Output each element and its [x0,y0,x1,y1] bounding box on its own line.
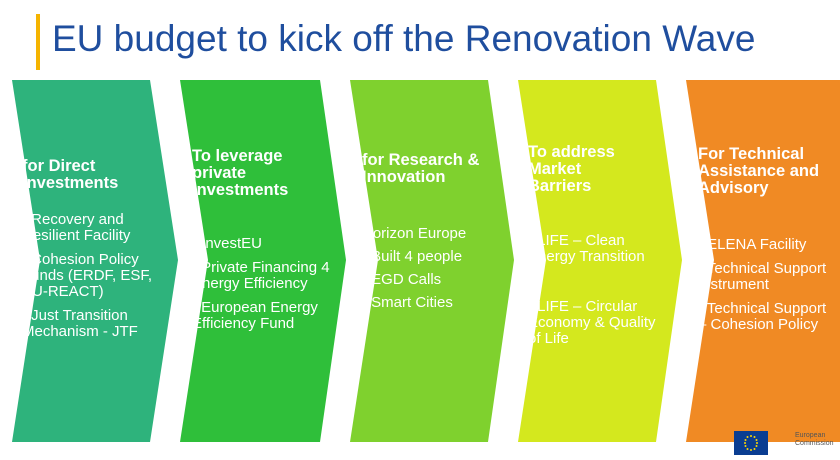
logo-text: European Commission [795,432,834,448]
title-accent-bar [36,14,40,70]
list-item: - EGD Calls [362,271,442,288]
list-item: - Technical Support Instrument [698,260,827,293]
column-technical-assistance: For Technical Assistance and Advisory - … [698,146,833,341]
list-item: - Recovery and Resilient Facility [22,211,131,244]
list-item: - InvestEU [192,235,263,252]
list-item: - ELENA Facility [698,236,807,253]
column-private-investments: To leverage private investments - Invest… [192,148,337,340]
column-heading: To address Market Barriers [528,143,615,195]
list-item: - Built 4 people [362,248,463,265]
column-heading: for Research & Innovation [362,151,480,186]
list-item: - Private Financing 4 Energy Efficiency [192,259,330,292]
list-item: Horizon Europe [362,225,467,242]
list-item: - Cohesion Policy Funds (ERDF, ESF, EU-R… [22,251,153,300]
logo-text-line1: European [795,432,826,439]
column-research-innovation: for Research & Innovation Horizon Europe… [362,152,492,318]
eu-flag-logo [734,431,768,455]
chevron-research-innovation [350,80,514,442]
list-item: - Just Transition Mechanism - JTF [22,307,138,340]
eu-stars-icon [744,435,758,451]
chevron-direct-investments [12,80,178,442]
page-title: EU budget to kick off the Renovation Wav… [52,18,756,59]
list-item: - European Energy Efficiency Fund [192,299,318,332]
list-item: - LIFE – Circular Economy & Quality of L… [528,298,656,347]
chevron-technical-assistance [686,80,840,442]
column-direct-investments: for Direct Investments - Recovery and Re… [22,158,162,348]
list-item: - Technical Support – Cohesion Policy [698,300,827,333]
logo-text-line2: Commission [795,440,834,447]
column-heading: To leverage private investments [192,147,289,199]
column-market-barriers: To address Market Barriers - LIFE – Clea… [528,144,668,381]
chevron-market-barriers [518,80,682,442]
chevron-private-investments [180,80,346,442]
list-item: - Smart Cities [362,294,453,311]
column-heading: for Direct Investments [22,157,119,192]
list-item: - LIFE – Clean Energy Transition [528,232,645,265]
column-heading: For Technical Assistance and Advisory [698,145,820,197]
